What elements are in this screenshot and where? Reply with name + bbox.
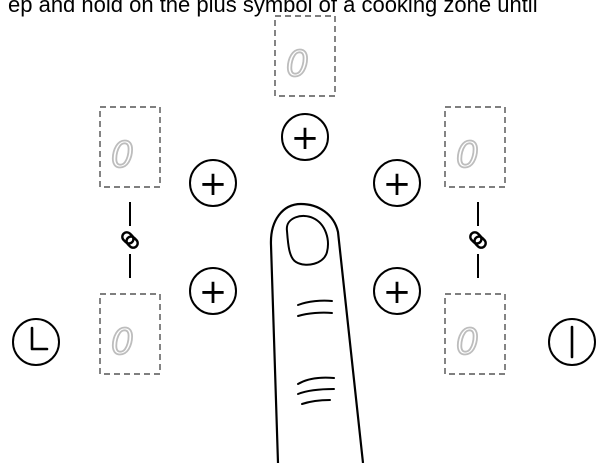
plus-button-center[interactable]: + (281, 113, 329, 161)
plus-icon: + (383, 164, 412, 204)
display-rear-left-digit: 0 (111, 135, 134, 176)
plus-icon: + (199, 272, 228, 312)
display-center-digit: 0 (286, 44, 309, 85)
bridge-right-link-icon[interactable] (468, 202, 487, 278)
display-front-right: 0 (444, 293, 506, 375)
plus-button-rear-left[interactable]: + (189, 159, 237, 207)
display-front-left: 0 (99, 293, 161, 375)
plus-icon: + (291, 118, 320, 158)
display-front-right-digit: 0 (456, 322, 479, 363)
timer-button[interactable] (12, 318, 60, 366)
display-rear-right-digit: 0 (456, 135, 479, 176)
plus-icon: + (199, 164, 228, 204)
plus-button-rear-right[interactable]: + (373, 159, 421, 207)
plus-button-front-right[interactable]: + (373, 267, 421, 315)
display-center: 0 (274, 15, 336, 97)
bridge-left-link-icon[interactable] (120, 202, 139, 278)
plus-icon: + (383, 272, 412, 312)
plus-button-front-left[interactable]: + (189, 267, 237, 315)
power-button[interactable] (548, 318, 596, 366)
instruction-text: ep and hold on the plus symbol of a cook… (8, 0, 538, 17)
clock-icon (30, 326, 49, 351)
finger-icon (269, 202, 365, 464)
display-rear-right: 0 (444, 106, 506, 188)
display-rear-left: 0 (99, 106, 161, 188)
display-front-left-digit: 0 (111, 322, 134, 363)
